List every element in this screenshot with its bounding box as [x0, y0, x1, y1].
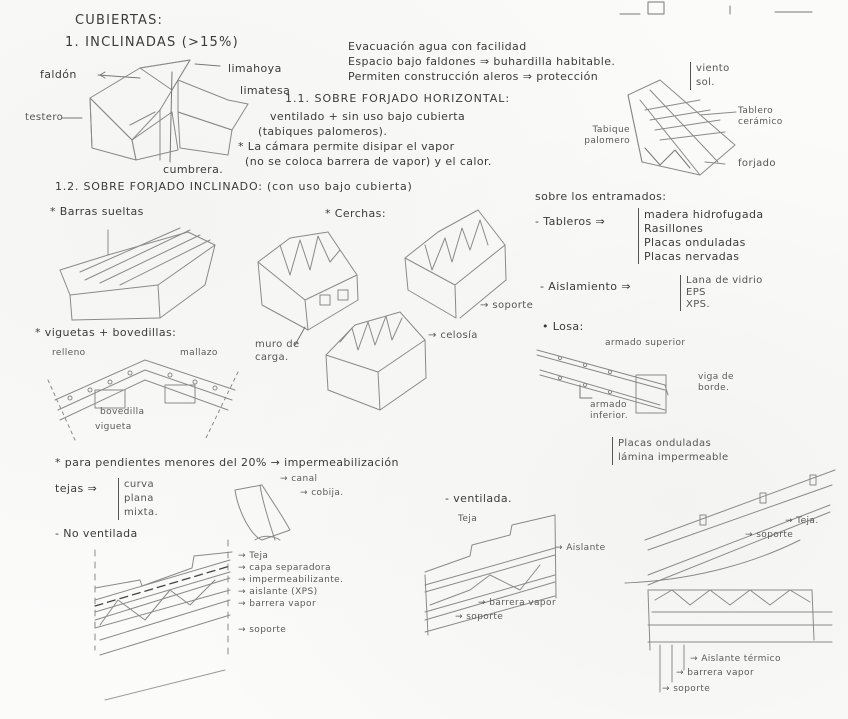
label-viga-borde: viga de borde. — [698, 372, 734, 393]
no-ventilada-section-sketch — [94, 539, 233, 701]
aislamiento-option: XPS. — [686, 299, 711, 310]
s11-line-1: ventilado + sin uso bajo cubierta — [270, 110, 466, 123]
label-right-barrera: → barrera vapor — [676, 668, 755, 678]
teja-curva-sketch — [234, 484, 291, 541]
item-losa: • Losa: — [542, 320, 584, 333]
layer-label: → Teja — [238, 551, 269, 561]
no-ventilada-layers: → Teja → capa separadora → impermeabiliz… — [238, 550, 343, 636]
no-ventilada-title: - No ventilada — [55, 527, 138, 540]
label-cobija: → cobija. — [300, 488, 344, 498]
cerchas-house-2-sketch — [404, 209, 507, 319]
label-ventilada-barrera: → barrera vapor — [478, 598, 557, 608]
label-relleno: relleno — [52, 348, 86, 358]
losa-sketch — [536, 349, 669, 414]
advantage-2: Espacio bajo faldones ⇒ buhardilla habit… — [348, 55, 616, 68]
label-mallazo: mallazo — [180, 348, 218, 358]
label-right-aislante: → Aislante térmico — [690, 654, 781, 664]
teja-type: mixta. — [124, 507, 159, 518]
advantage-3: Permiten construcción aleros ⇒ protecció… — [348, 70, 599, 83]
s11-line-4: (no se coloca barrera de vapor) y el cal… — [245, 155, 492, 168]
teja-type: plana — [124, 493, 154, 504]
entramados-title: sobre los entramados: — [535, 190, 667, 203]
section-1-1-heading: 1.1. SOBRE FORJADO HORIZONTAL: — [285, 92, 511, 105]
aislamiento-label: - Aislamiento ⇒ — [540, 280, 631, 293]
label-ventilada-soporte: → soporte — [455, 612, 504, 622]
roof-block-sketch — [61, 59, 249, 163]
aislamiento-option: EPS — [686, 287, 706, 298]
layer-label: → impermeabilizante. — [238, 575, 344, 585]
item-cerchas: * Cerchas: — [325, 207, 386, 220]
low-slope-option: lámina impermeable — [618, 452, 729, 463]
label-soporte-cerchas: → soporte — [480, 300, 534, 311]
label-ventilada-teja: Teja — [458, 514, 478, 524]
label-limahoya: limahoya — [228, 62, 282, 75]
label-right-soporte: → soporte — [745, 530, 794, 540]
label-right-soporte-2: → soporte — [662, 684, 711, 694]
tejas-label: tejas ⇒ — [55, 482, 98, 495]
right-flat-section-sketch — [647, 589, 833, 693]
low-slope-text: * para pendientes menores del 20% → impe… — [55, 456, 399, 469]
label-limatesa: limatesa — [240, 84, 291, 97]
layer-label: → aislante (XPS) — [238, 587, 318, 597]
low-slope-option: Placas onduladas — [618, 438, 712, 449]
label-vigueta: vigueta — [95, 422, 132, 432]
label-celosia: → celosía — [428, 330, 478, 341]
label-tabique-palomero: Tabique palomero — [584, 125, 630, 146]
celosia-house-sketch — [294, 311, 427, 411]
scan-marks — [619, 1, 813, 15]
aislamiento-option: Lana de vidrio — [686, 275, 763, 286]
tablero-option: Rasillones — [644, 222, 704, 235]
label-ventilada-aislante: → Aislante — [555, 543, 606, 553]
ventilada-title: - ventilada. — [445, 492, 512, 505]
barras-sueltas-sketch — [59, 227, 216, 321]
cerchas-house-1-sketch — [257, 231, 359, 331]
item-viguetas-bovedillas: * viguetas + bovedillas: — [35, 326, 177, 339]
tejas-types: curva plana mixta. — [118, 478, 158, 520]
section-1-2-heading: 1.2. SOBRE FORJADO INCLINADO: (con uso b… — [55, 180, 413, 193]
layer-label: → barrera vapor — [238, 599, 317, 609]
label-testero: testero — [25, 112, 64, 123]
layer-label: → capa separadora — [238, 563, 331, 573]
label-tablero-ceramico: Tablero cerámico — [738, 106, 783, 127]
label-muro-carga: muro de carga. — [255, 339, 300, 363]
advantage-1: Evacuación agua con facilidad — [348, 40, 527, 53]
section-1-heading: 1. INCLINADAS (>15%) — [65, 35, 239, 50]
page-title: CUBIERTAS: — [75, 13, 164, 28]
tablero-option: Placas nervadas — [644, 250, 740, 263]
label-right-teja: → Teja. — [785, 516, 819, 526]
ventilada-section-sketch — [424, 514, 557, 636]
right-slope-detail-sketch — [624, 469, 836, 586]
protection-brace: viento sol. — [690, 62, 730, 90]
s11-line-3: * La cámara permite disipar el vapor — [238, 140, 455, 153]
protection-viento: viento — [696, 63, 730, 74]
label-bovedilla: bovedilla — [100, 407, 145, 417]
forjado-horizontal-sketch — [627, 79, 737, 176]
layer-label: → soporte — [238, 625, 287, 635]
low-slope-options: Placas onduladas lámina impermeable — [612, 437, 729, 465]
label-armado-inferior: armado inferior. — [590, 400, 628, 421]
tableros-list: madera hidrofugada Rasillones Placas ond… — [638, 208, 763, 264]
aislamiento-list: Lana de vidrio EPS XPS. — [680, 275, 763, 311]
protection-sol: sol. — [696, 77, 715, 88]
tableros-label: - Tableros ⇒ — [535, 215, 606, 228]
label-cumbrera: cumbrera. — [163, 163, 224, 176]
viguetas-bovedillas-sketch — [47, 359, 239, 441]
teja-type: curva — [124, 479, 154, 490]
tablero-option: madera hidrofugada — [644, 208, 764, 221]
s11-line-2: (tabiques palomeros). — [258, 125, 388, 138]
tablero-option: Placas onduladas — [644, 236, 746, 249]
item-barras-sueltas: * Barras sueltas — [50, 205, 144, 218]
label-canal: → canal — [280, 474, 318, 484]
label-falda: faldón — [40, 68, 77, 81]
label-forjado: forjado — [738, 158, 776, 169]
label-armado-superior: armado superior — [605, 338, 686, 348]
